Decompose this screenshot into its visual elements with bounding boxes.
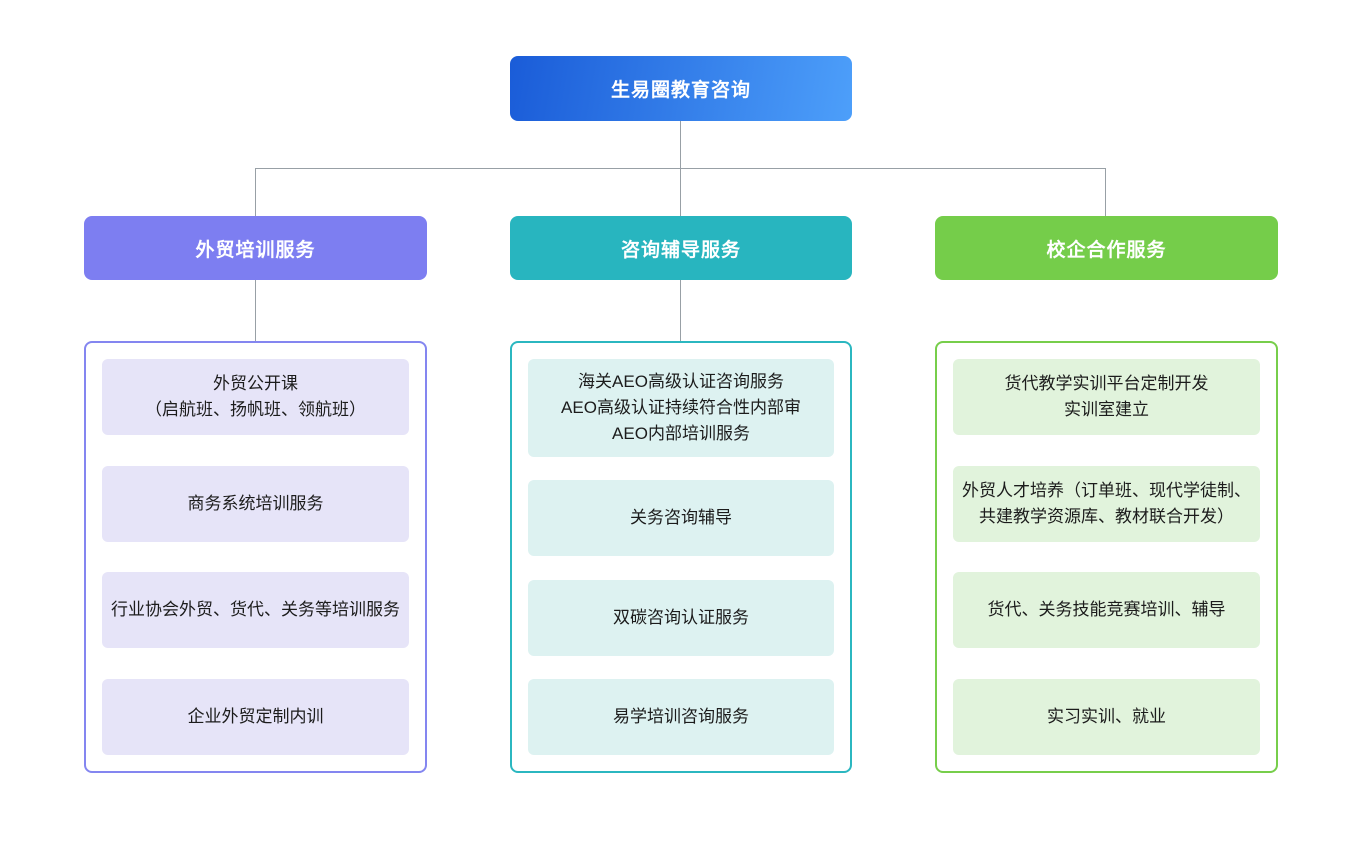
leaf-node: 外贸人才培养（订单班、现代学徒制、共建教学资源库、教材联合开发）: [953, 465, 1260, 542]
leaf-node: 易学培训咨询服务: [528, 678, 834, 755]
connector-line: [255, 168, 256, 216]
leaf-node: 外贸公开课 （启航班、扬帆班、领航班）: [102, 359, 409, 435]
branch-header-trade-training: 外贸培训服务: [84, 216, 427, 280]
branch-header-consulting: 咨询辅导服务: [510, 216, 852, 280]
leaf-node: 货代、关务技能竞赛培训、辅导: [953, 572, 1260, 649]
connector-line: [680, 280, 681, 341]
connector-line: [1105, 168, 1106, 216]
leaf-node: 实习实训、就业: [953, 678, 1260, 755]
leaf-node: 行业协会外贸、货代、关务等培训服务: [102, 572, 409, 649]
connector-line: [680, 168, 681, 216]
leaf-node: 海关AEO高级认证咨询服务 AEO高级认证持续符合性内部审 AEO内部培训服务: [528, 359, 834, 457]
branch-group-trade-training: 外贸公开课 （启航班、扬帆班、领航班） 商务系统培训服务 行业协会外贸、货代、关…: [84, 341, 427, 773]
connector-line: [255, 280, 256, 341]
leaf-node: 双碳咨询认证服务: [528, 579, 834, 656]
root-node: 生易圈教育咨询: [510, 56, 852, 121]
leaf-node: 企业外贸定制内训: [102, 678, 409, 755]
connector-line: [680, 121, 681, 168]
branch-group-school-enterprise: 货代教学实训平台定制开发 实训室建立 外贸人才培养（订单班、现代学徒制、共建教学…: [935, 341, 1278, 773]
branch-group-consulting: 海关AEO高级认证咨询服务 AEO高级认证持续符合性内部审 AEO内部培训服务 …: [510, 341, 852, 773]
leaf-node: 商务系统培训服务: [102, 465, 409, 542]
branch-header-school-enterprise: 校企合作服务: [935, 216, 1278, 280]
leaf-node: 货代教学实训平台定制开发 实训室建立: [953, 359, 1260, 435]
leaf-node: 关务咨询辅导: [528, 480, 834, 557]
